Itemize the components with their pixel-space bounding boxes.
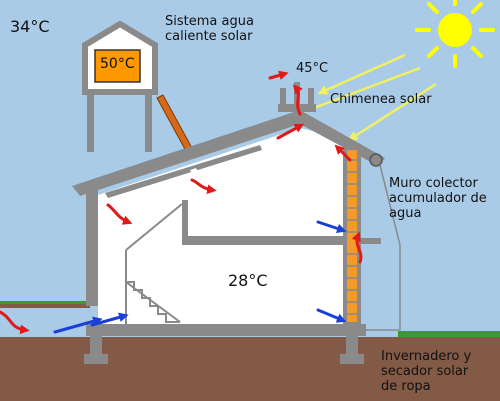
ground: [0, 337, 500, 401]
collector-wall-label: Muro colector acumulador de agua: [389, 176, 487, 221]
left-wall: [86, 188, 98, 306]
mezzanine-floor: [182, 236, 360, 245]
outside-temperature-label: 34°C: [10, 17, 50, 36]
cool-air-arrows: [53, 220, 347, 334]
grass-right: [398, 331, 500, 337]
cool-air-arrow-3: [316, 220, 347, 234]
warm-air-arrow-chimney-out: [268, 70, 289, 80]
sun-icon: [415, 0, 495, 68]
warm-air-arrow-roof: [190, 178, 217, 194]
foundation-left: [90, 336, 102, 356]
soil-left-strip: [0, 304, 90, 308]
cool-air-arrow-4: [316, 308, 347, 323]
warm-air-arrow-left: [106, 203, 133, 225]
roof: [72, 110, 385, 196]
roof-glazing: [105, 145, 262, 198]
cool-air-arrow-2: [90, 312, 129, 327]
tank-heater: [94, 49, 141, 83]
cool-air-arrow-1: [53, 316, 103, 334]
tank-temperature-label: 50°C: [100, 56, 135, 72]
warm-air-arrow-wall-mid: [351, 231, 363, 264]
greenhouse-label: Invernadero y secador solar de ropa: [381, 349, 472, 394]
chimney-temperature-label: 45°C: [296, 61, 329, 76]
warm-air-arrow-ground: [0, 310, 30, 335]
warm-air-arrows: [0, 70, 363, 335]
warm-air-arrow-chimney-up: [292, 84, 303, 116]
floor-slab: [86, 324, 366, 336]
greenhouse-glazing: [365, 164, 401, 331]
solar-water-tank: [82, 20, 158, 152]
staircase: [125, 203, 183, 324]
solar-chimney-label: Chimenea solar: [330, 92, 432, 107]
interior-temperature-label: 28°C: [228, 271, 268, 290]
warm-air-arrow-chimney-in: [276, 123, 305, 140]
foundation-right: [346, 336, 358, 356]
gutter: [369, 153, 383, 167]
solar-water-system-label: Sistema agua caliente solar: [165, 14, 254, 44]
warm-air-arrow-wall-top: [334, 144, 352, 162]
